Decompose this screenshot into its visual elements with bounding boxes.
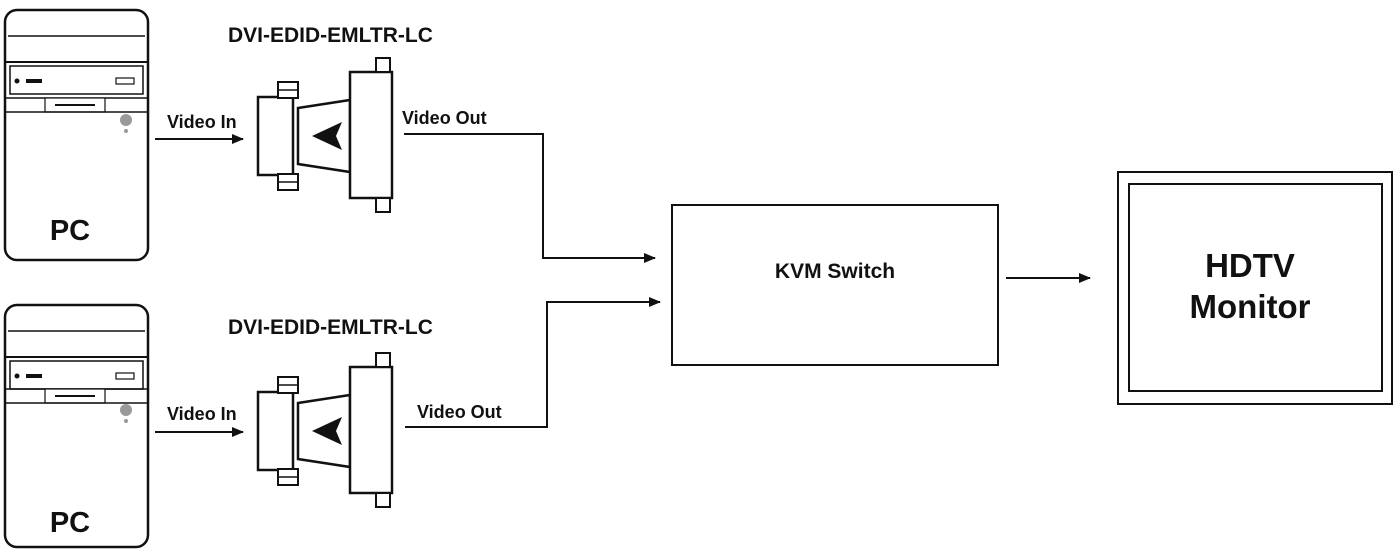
pc-label-1: PC <box>50 215 90 247</box>
video-out-connector-1 <box>404 133 656 263</box>
video-in-label-1: Video In <box>167 112 237 132</box>
video-out-label-2: Video Out <box>417 402 502 422</box>
pc-tower-1: PC <box>3 8 150 262</box>
dvi-emulator-2 <box>256 352 394 508</box>
kvm-switch-label: KVM Switch <box>775 260 895 283</box>
pc-label-2: PC <box>50 507 90 539</box>
monitor-label-line1: HDTV <box>1205 247 1295 284</box>
pc-tower-2: PC <box>3 303 150 549</box>
kvm-switch-box <box>671 204 999 366</box>
video-out-label-1: Video Out <box>402 108 487 128</box>
emulator-title-2: DVI-EDID-EMLTR-LC <box>228 316 433 339</box>
video-in-label-2: Video In <box>167 404 237 424</box>
dvi-emulator-1 <box>256 57 394 213</box>
video-out-connector-2 <box>405 297 661 428</box>
emulator-title-1: DVI-EDID-EMLTR-LC <box>228 24 433 47</box>
monitor-label-line2: Monitor <box>1190 288 1311 325</box>
hdtv-monitor <box>1117 171 1393 405</box>
